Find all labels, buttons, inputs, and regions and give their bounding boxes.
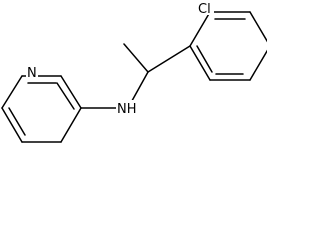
molecule-structure-diagram: Cl N NH <box>1 0 267 143</box>
bond <box>1 75 23 109</box>
bond <box>60 75 82 109</box>
bond <box>1 107 23 143</box>
double-bond-inner <box>56 82 75 110</box>
chlorophenyl-ring <box>189 11 267 81</box>
bond <box>189 11 211 47</box>
bond <box>249 11 267 43</box>
double-bond-inner <box>8 107 26 136</box>
amine-nh-label: NH <box>117 102 137 117</box>
bond <box>189 45 211 81</box>
bond <box>249 49 267 81</box>
methyl-bond <box>123 43 149 73</box>
chlorine-atom-label: Cl <box>198 2 211 17</box>
pyridine-nitrogen-label: N <box>27 66 37 81</box>
bond <box>147 45 191 73</box>
double-bond-inner <box>196 45 213 73</box>
pyridine-ring <box>1 75 82 143</box>
bond <box>60 107 82 143</box>
